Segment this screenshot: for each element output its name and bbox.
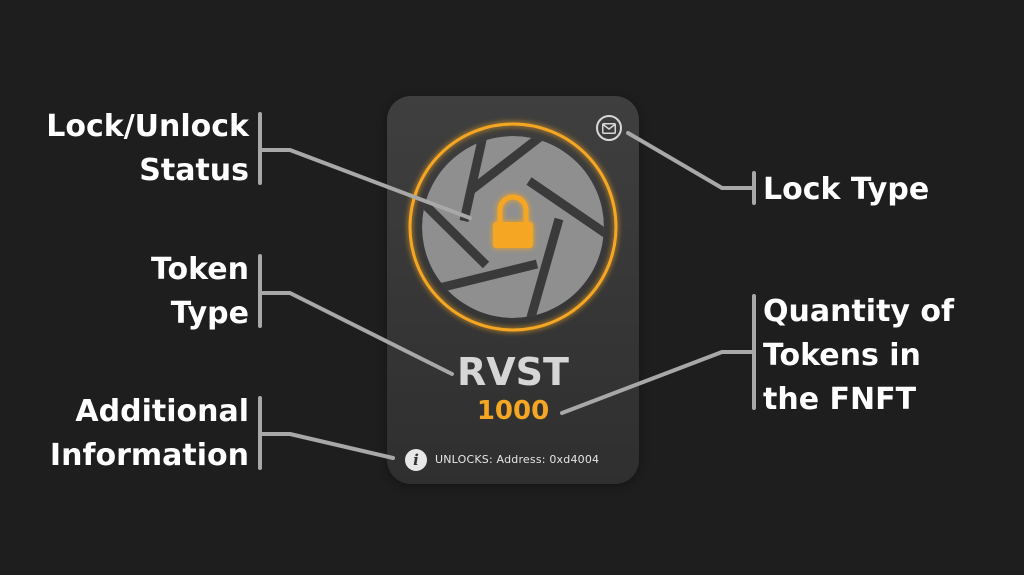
token-symbol: RVST: [457, 350, 569, 394]
label-quantity: Quantity of Tokens in the FNFT: [763, 294, 955, 417]
label-token-type: Token Type: [151, 252, 249, 331]
token-quantity: 1000: [476, 396, 550, 426]
connector-additional-info: [258, 396, 395, 470]
label-lock-status: Lock/Unlock Status: [46, 109, 249, 188]
label-lock-type: Lock Type: [763, 172, 930, 207]
connector-quantity: [560, 294, 756, 415]
padlock-icon: [493, 194, 533, 248]
label-additional-info: Additional Information: [49, 394, 249, 473]
connector-lock-status: [258, 112, 472, 220]
connector-token-type: [258, 254, 454, 376]
info-icon[interactable]: i: [405, 449, 427, 471]
connector-lock-type: [626, 131, 756, 205]
lock-ring: [408, 122, 618, 332]
unlock-info-text: UNLOCKS: Address: 0xd4004: [435, 453, 600, 466]
envelope-icon[interactable]: [596, 115, 622, 141]
